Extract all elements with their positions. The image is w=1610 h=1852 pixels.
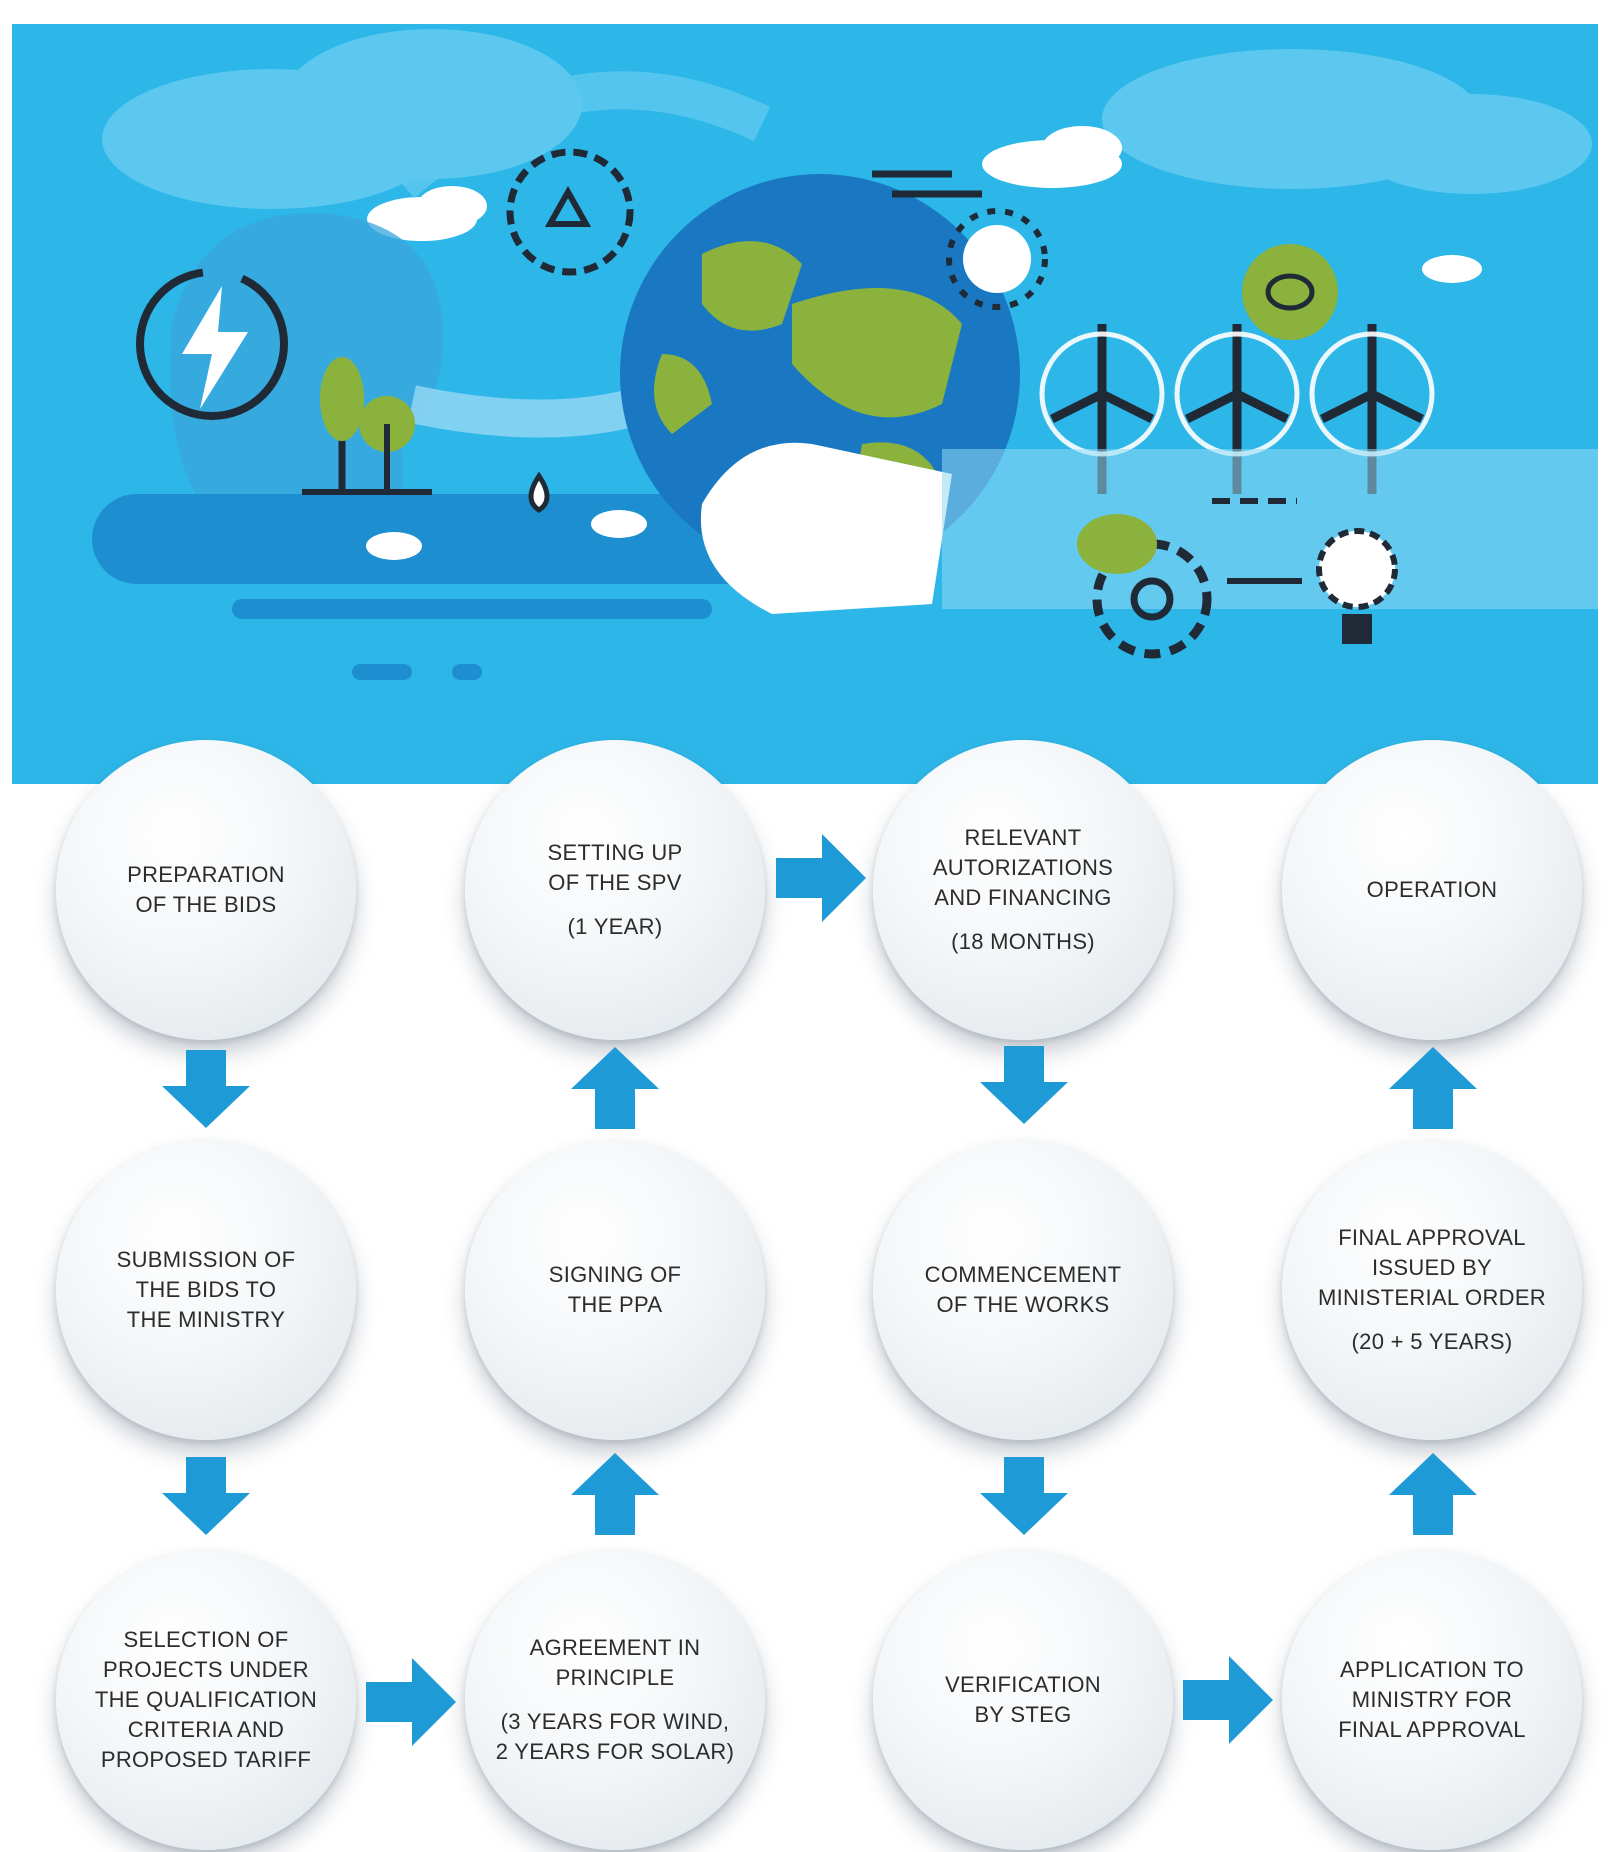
step-duration-note: (18 MONTHS)	[951, 929, 1095, 954]
step-verification-by-steg: VERIFICATION BY STEG	[873, 1550, 1173, 1850]
step-label-line: ISSUED BY	[1371, 1255, 1493, 1280]
step-commencement-of-the-works: COMMENCEMENT OF THE WORKS	[873, 1140, 1173, 1440]
step-duration-note: 2 YEARS FOR SOLAR)	[495, 1739, 735, 1764]
step-label-line: SIGNING OF	[548, 1262, 682, 1287]
step-label-line: COMMENCEMENT	[924, 1262, 1122, 1287]
step-label-line: AND FINANCING	[934, 885, 1112, 910]
globe-icon	[620, 174, 1020, 614]
arrow-right-icon	[1183, 1656, 1273, 1744]
step-label-line: MINISTERIAL ORDER	[1318, 1285, 1546, 1310]
arrow-right-icon	[366, 1658, 456, 1746]
step-label-line: AGREEMENT IN	[529, 1635, 701, 1660]
renewable-energy-icon	[136, 268, 288, 420]
gear-icon	[1077, 514, 1212, 659]
arrow-down-icon	[162, 1457, 250, 1535]
step-label-line: MINISTRY FOR	[1351, 1687, 1513, 1712]
step-label-line: OF THE SPV	[548, 870, 682, 895]
step-label-line: SETTING UP	[547, 840, 683, 865]
step-label-line: PRINCIPLE	[555, 1665, 675, 1690]
step-signing-of-the-ppa: SIGNING OF THE PPA	[465, 1140, 765, 1440]
lightbulb-icon	[1316, 528, 1398, 644]
step-label-line: THE QUALIFICATION	[94, 1687, 318, 1712]
step-label-line: OF THE WORKS	[936, 1292, 1110, 1317]
step-label-line: THE BIDS TO	[135, 1277, 277, 1302]
step-label-line: CRITERIA AND	[127, 1717, 285, 1742]
step-preparation-of-the-bids: PREPARATION OF THE BIDS	[56, 740, 356, 1040]
step-relevant-autorizations: RELEVANT AUTORIZATIONS AND FINANCING (18…	[873, 740, 1173, 1040]
step-final-approval: FINAL APPROVAL ISSUED BY MINISTERIAL ORD…	[1282, 1140, 1582, 1440]
step-application-to-ministry: APPLICATION TO MINISTRY FOR FINAL APPROV…	[1282, 1550, 1582, 1850]
arrow-right-icon	[776, 834, 866, 922]
recycle-icon	[506, 148, 634, 276]
step-label-line: AUTORIZATIONS	[932, 855, 1114, 880]
step-label-line: PROJECTS UNDER	[103, 1657, 309, 1682]
step-label-line: THE PPA	[567, 1292, 663, 1317]
step-label-line: RELEVANT	[964, 825, 1082, 850]
arrow-up-icon	[1389, 1047, 1477, 1129]
step-label-line: SUBMISSION OF	[116, 1247, 296, 1272]
arrow-up-icon	[1389, 1453, 1477, 1535]
arrow-down-icon	[162, 1050, 250, 1128]
step-duration-note: (3 YEARS FOR WIND,	[500, 1709, 730, 1734]
step-label-line: VERIFICATION	[945, 1672, 1101, 1697]
arrow-down-icon	[980, 1457, 1068, 1535]
step-label-line: THE MINISTRY	[126, 1307, 286, 1332]
leaf-icon	[1242, 244, 1338, 340]
step-setting-up-of-the-spv: SETTING UP OF THE SPV (1 YEAR)	[465, 740, 765, 1040]
arrow-up-icon	[571, 1453, 659, 1535]
step-operation: OPERATION	[1282, 740, 1582, 1040]
step-label-line: PREPARATION	[127, 862, 285, 887]
step-label-line: OPERATION	[1366, 877, 1498, 902]
arrow-up-icon	[571, 1047, 659, 1129]
eco-energy-illustration	[12, 24, 1598, 784]
step-selection-of-projects: SELECTION OF PROJECTS UNDER THE QUALIFIC…	[56, 1550, 356, 1850]
step-label-line: OF THE BIDS	[135, 892, 277, 917]
step-duration-note: (20 + 5 YEARS)	[1351, 1329, 1513, 1354]
step-label-line: PROPOSED TARIFF	[100, 1747, 312, 1772]
step-duration-note: (1 YEAR)	[567, 914, 663, 939]
step-label-line: BY STEG	[974, 1702, 1072, 1727]
trees-icon	[302, 357, 432, 495]
step-label-line: SELECTION OF	[123, 1627, 289, 1652]
step-label-line: FINAL APPROVAL	[1338, 1225, 1526, 1250]
step-label-line: APPLICATION TO	[1340, 1657, 1524, 1682]
arrow-down-icon	[980, 1046, 1068, 1124]
step-submission-of-the-bids: SUBMISSION OF THE BIDS TO THE MINISTRY	[56, 1140, 356, 1440]
step-label-line: FINAL APPROVAL	[1338, 1717, 1526, 1742]
step-agreement-in-principle: AGREEMENT IN PRINCIPLE (3 YEARS FOR WIND…	[465, 1550, 765, 1850]
